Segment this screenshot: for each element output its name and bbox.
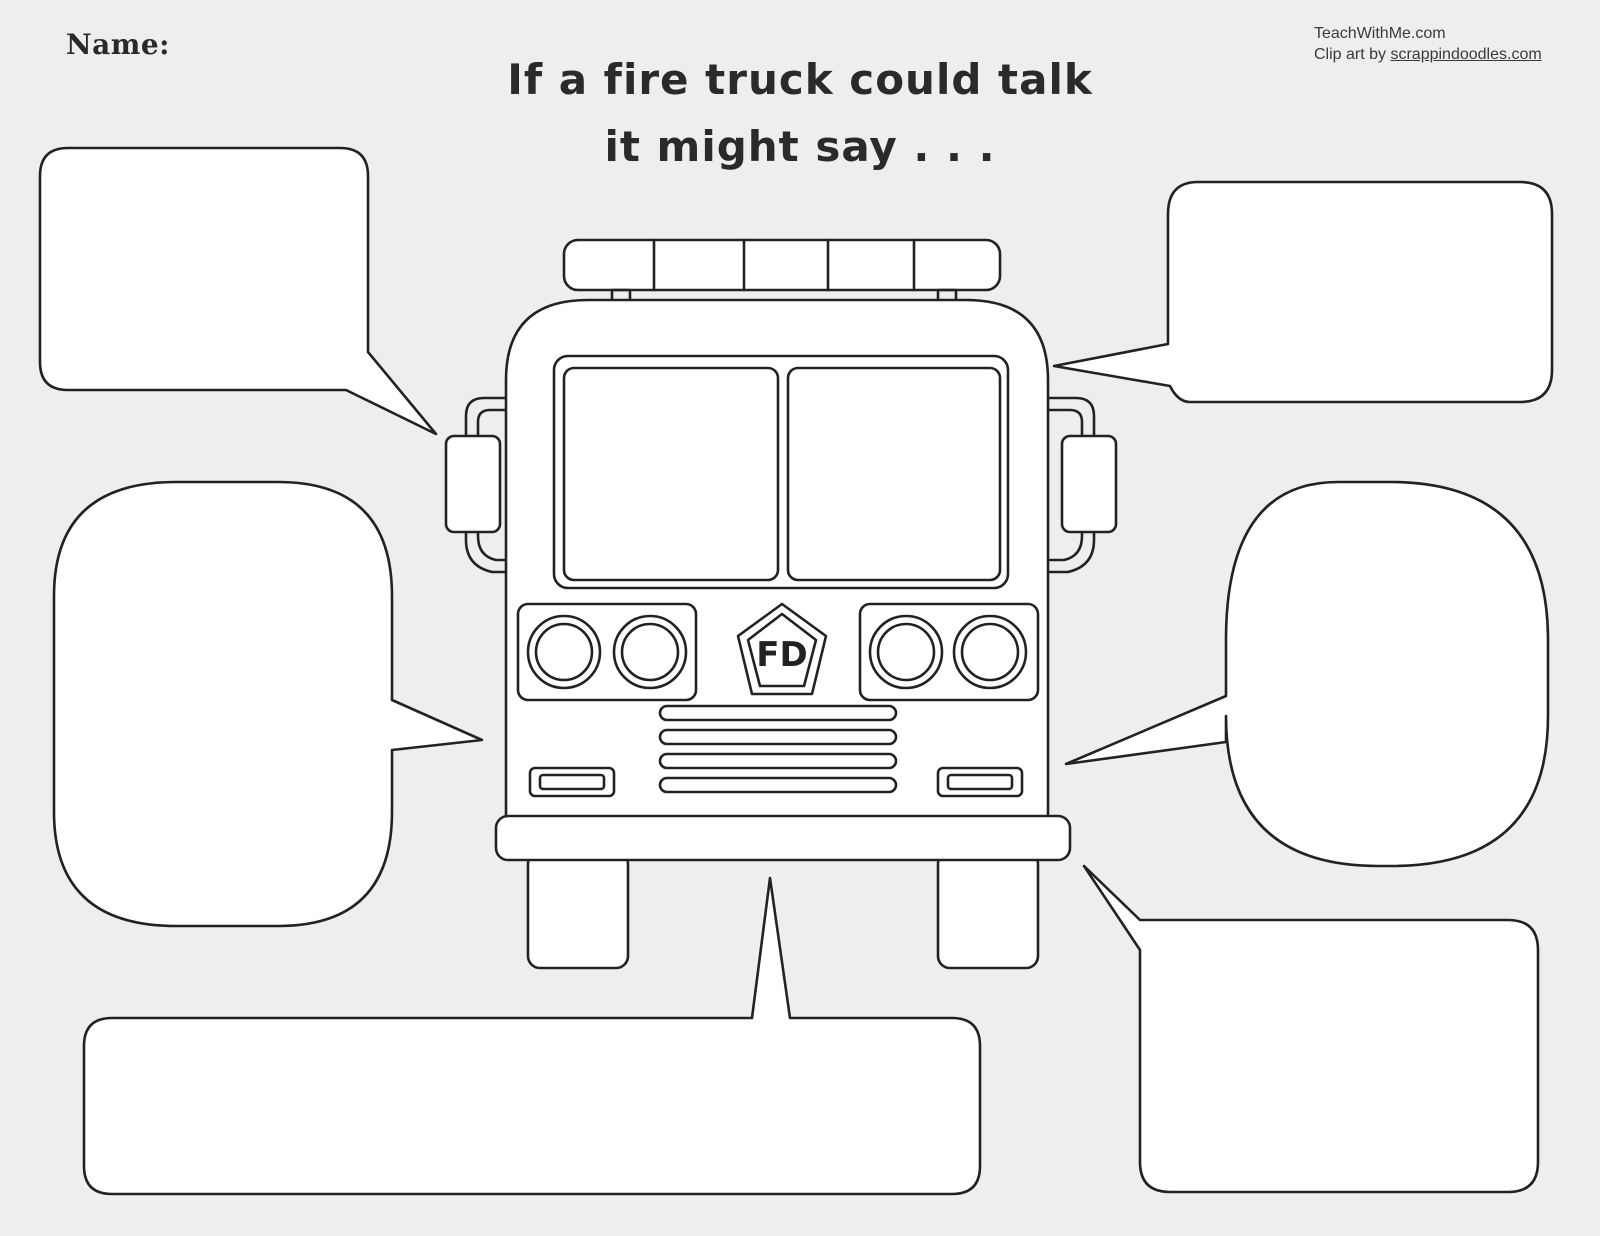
- worksheet-title-line-1: If a fire truck could talk: [507, 55, 1093, 104]
- speech-bubble-middle-right[interactable]: [1064, 480, 1550, 868]
- left-side-mirror: [444, 434, 502, 534]
- fire-truck-drawing: FD: [444, 238, 1118, 970]
- headlight-outer-center-left: [612, 614, 688, 690]
- windshield-right-pane: [786, 366, 1002, 582]
- speech-bubble-bottom-right[interactable]: [1082, 864, 1540, 1194]
- headlight-outer-left: [526, 614, 602, 690]
- grille-bar: [658, 704, 898, 722]
- fd-badge-text: FD: [756, 635, 807, 675]
- right-turn-signal-lens: [946, 773, 1014, 791]
- right-turn-signal-housing: [936, 766, 1024, 798]
- fd-badge-inner: [746, 612, 818, 688]
- left-front-wheel: [526, 850, 630, 970]
- headlight-inner-right: [960, 622, 1020, 682]
- headlight-inner-center-left: [620, 622, 680, 682]
- front-bumper: [494, 814, 1072, 862]
- credit-prefix: Clip art by: [1314, 46, 1391, 63]
- grille-bar: [658, 728, 898, 746]
- worksheet-title-line-2: it might say . . .: [604, 122, 996, 171]
- siren-light-bar: [562, 238, 1002, 292]
- right-front-wheel: [936, 850, 1040, 970]
- speech-bubble-middle-left[interactable]: [52, 480, 484, 928]
- right-side-mirror: [1060, 434, 1118, 534]
- headlight-inner-center-right: [876, 622, 936, 682]
- speech-bubble-top-right[interactable]: [1052, 180, 1554, 404]
- credit-site: TeachWithMe.com: [1314, 25, 1446, 42]
- speech-bubble-bottom-left[interactable]: [82, 876, 982, 1196]
- left-turn-signal-housing: [528, 766, 616, 798]
- fd-badge-outer: [736, 602, 828, 696]
- speech-bubble-top-left[interactable]: [38, 146, 438, 436]
- left-turn-signal-lens: [538, 773, 606, 791]
- credit-clip-art: Clip art by scrappindoodles.com: [1314, 45, 1542, 65]
- headlight-outer-right: [952, 614, 1028, 690]
- credit-link[interactable]: scrappindoodles.com: [1390, 46, 1542, 63]
- headlight-inner-left: [534, 622, 594, 682]
- grille-bar: [658, 752, 898, 770]
- name-label: Name:: [66, 28, 171, 61]
- windshield-left-pane: [562, 366, 780, 582]
- headlight-outer-center-right: [868, 614, 944, 690]
- grille-bar: [658, 776, 898, 794]
